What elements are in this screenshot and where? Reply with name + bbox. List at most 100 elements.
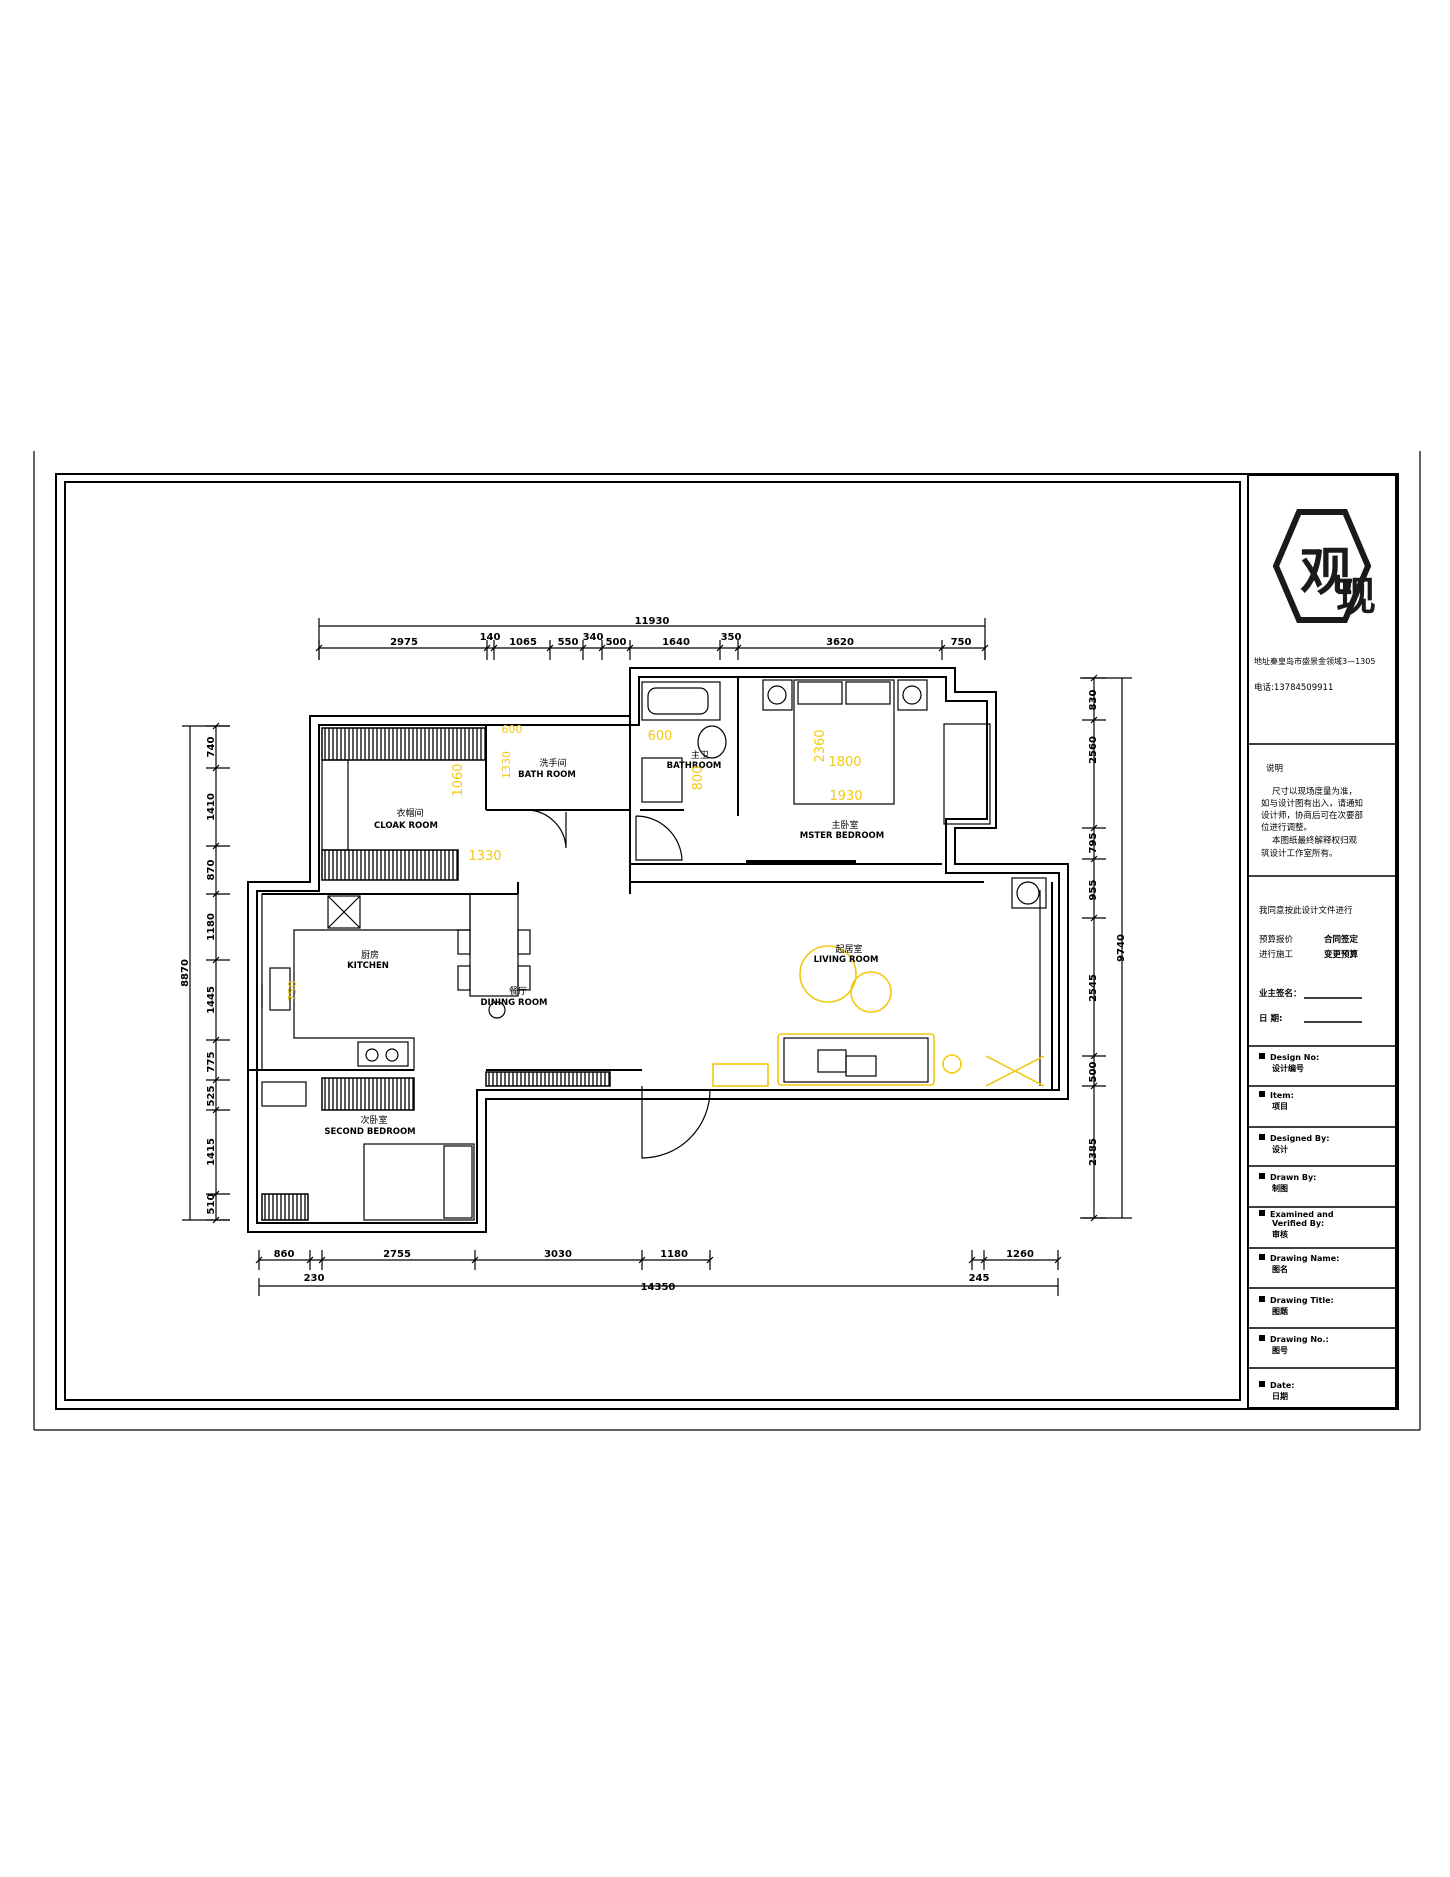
- dimension-label: 830: [1088, 690, 1099, 711]
- dimension-label: 510: [206, 1194, 217, 1215]
- dimension-label: 11930: [635, 616, 670, 627]
- room-en-kitchen: KITCHEN: [347, 961, 389, 971]
- field-value: 图名: [1272, 1264, 1288, 1274]
- field-label: Drawing Title:: [1270, 1296, 1334, 1305]
- dimension-label: 1930: [829, 789, 862, 804]
- dimension-label: 1180: [660, 1249, 688, 1260]
- dimension-label: 750: [286, 981, 299, 1002]
- field-label: Drawing No.:: [1270, 1335, 1329, 1344]
- dimension-label: 预算报价: [1259, 934, 1294, 945]
- bottom-dimensions: 860 2755 3030 1180 1260 230 245 14350: [255, 1249, 1062, 1296]
- dimension-label: 750: [951, 637, 972, 648]
- field-value: 审核: [1272, 1229, 1288, 1239]
- room-cn-second: 次卧室: [360, 1114, 387, 1126]
- field-label: Examined and: [1270, 1210, 1334, 1219]
- room-cn-dining: 餐厅: [509, 985, 527, 997]
- dimension-label: 600: [648, 729, 673, 744]
- dimension-label: 600: [502, 723, 523, 736]
- dimension-label: 我同意按此设计文件进行: [1259, 905, 1353, 916]
- room-en-master-bath: BATHROOM: [667, 761, 722, 771]
- room-en-master: MSTER BEDROOM: [800, 831, 885, 841]
- field-value: 制图: [1272, 1183, 1288, 1193]
- owner-signature-label: 业主签名：: [1259, 988, 1302, 999]
- dimension-label: 1330: [468, 849, 501, 864]
- dimension-label: 2385: [1088, 1138, 1099, 1166]
- field-bullet-icon: [1259, 1134, 1265, 1140]
- field-label: Drawn By:: [1270, 1173, 1316, 1182]
- dimension-label: 1065: [509, 637, 537, 648]
- field-bullet-icon: [1259, 1296, 1265, 1302]
- date-label: 日 期:: [1259, 1013, 1282, 1024]
- field-value: 日期: [1272, 1391, 1288, 1401]
- studio-logo: 观 现: [1272, 509, 1376, 623]
- field-label: Designed By:: [1270, 1134, 1329, 1143]
- room-en-second: SECOND BEDROOM: [324, 1127, 415, 1137]
- title-block: 观 现 地址秦皇岛市盛景金领域3—1305 电话:13784509911 说明 …: [1247, 474, 1397, 1409]
- dimension-label: 本图纸最终解释权归观: [1272, 835, 1358, 846]
- dimension-label: 如与设计图有出入，请通知: [1261, 798, 1363, 809]
- dimension-label: 500: [606, 637, 627, 648]
- dimension-label: 设计师，协商后可在次要部: [1261, 810, 1364, 821]
- room-cn-master-bath: 主卫: [691, 749, 709, 761]
- dimension-label: 350: [721, 632, 742, 643]
- dimension-label: 870: [206, 860, 217, 881]
- notes-title: 说明: [1266, 763, 1283, 774]
- dimension-label: 795: [1088, 833, 1099, 854]
- room-en-bath: BATH ROOM: [518, 770, 576, 780]
- field-value: 图号: [1272, 1346, 1288, 1355]
- dimension-label: 525: [206, 1086, 217, 1107]
- field-value: 项目: [1272, 1102, 1288, 1111]
- right-dimensions: 9740 830 2560 795 955 2545 500 2385: [1080, 674, 1132, 1222]
- dimension-label: 位进行调整。: [1261, 822, 1312, 833]
- dimension-label: 2560: [1088, 736, 1099, 764]
- field-bullet-icon: [1259, 1053, 1265, 1059]
- left-dimensions: 8870 740 1410 870 1180 1445 775 525 1415…: [180, 722, 230, 1224]
- dimension-label: 500: [1088, 1062, 1099, 1083]
- dimension-label: 9740: [1116, 934, 1127, 962]
- dimension-label: 1410: [206, 793, 217, 821]
- room-cn-master: 主卧室: [831, 819, 858, 831]
- field-bullet-icon: [1259, 1091, 1265, 1097]
- field-label-2: Verified By:: [1272, 1219, 1324, 1228]
- doors[interactable]: [527, 809, 711, 1159]
- field-value: 设计编号: [1272, 1063, 1304, 1073]
- room-cn-kitchen: 厨房: [361, 949, 379, 961]
- dimension-label: 3620: [826, 637, 854, 648]
- dimension-label: 筑设计工作室所有。: [1261, 848, 1338, 859]
- room-en-dining: DINING ROOM: [481, 998, 548, 1008]
- top-dimensions: 11930 2975 140 1065 550 340 500 1640 350…: [315, 616, 989, 660]
- dimension-label: 245: [969, 1273, 990, 1284]
- dimension-label: 1330: [500, 751, 513, 779]
- dimension-label: 140: [480, 632, 501, 643]
- dimension-label: 1260: [1006, 1249, 1034, 1260]
- dimension-label: 740: [206, 737, 217, 758]
- room-en-cloak: CLOAK ROOM: [374, 821, 438, 831]
- dimension-label: 2360: [813, 729, 828, 762]
- field-label: Date:: [1270, 1381, 1295, 1390]
- dimension-label: 775: [206, 1052, 217, 1073]
- room-cn-living: 起居室: [835, 943, 862, 955]
- room-en-living: LIVING ROOM: [814, 955, 879, 965]
- dimension-label: 1640: [662, 637, 690, 648]
- dimension-label: 1800: [828, 755, 861, 770]
- dimension-label: 955: [1088, 880, 1099, 901]
- dimension-label: 860: [274, 1249, 295, 1260]
- studio-phone: 电话:13784509911: [1254, 682, 1333, 693]
- dimension-label: 2545: [1088, 974, 1099, 1002]
- dimension-label: 2975: [390, 637, 418, 648]
- field-value: 图题: [1272, 1306, 1289, 1316]
- sheet-frame: [33, 451, 1421, 1431]
- field-bullet-icon: [1259, 1210, 1265, 1216]
- room-labels: 衣帽间 CLOAK ROOM 洗手间 BATH ROOM 主卫 BATHROOM…: [324, 749, 884, 1137]
- field-label: Item:: [1270, 1091, 1294, 1100]
- field-bullet-icon: [1259, 1381, 1265, 1387]
- dimension-label: 合同签定: [1323, 934, 1359, 945]
- dimension-label: 550: [558, 637, 579, 648]
- field-label: Design No:: [1270, 1053, 1319, 1062]
- svg-text:观: 观: [1300, 543, 1352, 603]
- furniture: [261, 679, 1047, 1221]
- dimension-label: 1060: [451, 763, 466, 796]
- dimension-label: 进行施工: [1259, 949, 1294, 960]
- furniture-dimensions: 1060 1330 600 1330 600 800 2360 1800 193…: [286, 723, 863, 1002]
